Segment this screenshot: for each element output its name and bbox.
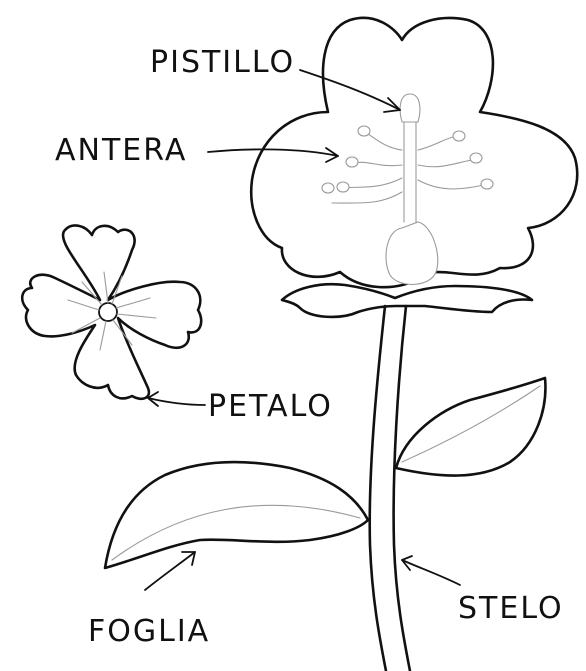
left-leaf-outline — [105, 462, 368, 568]
label-stelo: STELO — [458, 591, 564, 626]
pistil-ovary — [386, 222, 438, 284]
small-flower — [22, 225, 201, 398]
anther — [322, 183, 334, 193]
filament — [418, 160, 472, 167]
arrow-pistillo-head — [384, 98, 400, 112]
small-flower-center — [99, 303, 117, 321]
anther — [337, 182, 349, 192]
pistil-style — [404, 122, 416, 222]
filament — [355, 162, 402, 165]
left-leaf — [105, 462, 368, 568]
arrow-antera — [208, 149, 338, 156]
filament — [418, 180, 484, 189]
arrow-foglia — [145, 552, 195, 590]
anther — [358, 126, 370, 136]
small-flower-stamens — [68, 272, 156, 350]
label-pistillo: PISTILLO — [150, 45, 295, 80]
filament — [332, 192, 402, 203]
pistil — [386, 94, 438, 284]
pointer-arrows — [145, 70, 460, 590]
pistil-stigma — [400, 94, 420, 122]
filament — [418, 136, 457, 150]
small-stamen — [117, 314, 156, 318]
anther — [470, 153, 482, 163]
label-petalo: PETALO — [208, 389, 333, 424]
anther — [453, 131, 465, 141]
anther — [481, 179, 493, 189]
filament — [365, 132, 402, 150]
label-antera: ANTERA — [55, 133, 187, 168]
stamens — [322, 126, 493, 203]
left-leaf-vein — [112, 505, 360, 560]
small-stamen — [68, 300, 99, 310]
anther — [346, 157, 358, 167]
small-flower-outline — [22, 225, 201, 398]
right-leaf-outline — [396, 378, 545, 476]
arrow-stelo — [402, 560, 460, 585]
right-leaf — [396, 378, 545, 476]
labels: PISTILLO ANTERA PETALO FOGLIA STELO — [55, 45, 564, 649]
stem-left-edge — [370, 306, 386, 671]
stem — [370, 306, 410, 671]
filament — [345, 178, 402, 188]
stem-right-edge — [394, 306, 410, 671]
label-foglia: FOGLIA — [88, 614, 210, 649]
right-leaf-vein — [402, 386, 540, 462]
arrow-pistillo — [300, 70, 400, 110]
small-stamen — [100, 321, 106, 350]
sepals — [282, 284, 532, 317]
small-stamen — [116, 298, 150, 308]
large-flower — [251, 18, 577, 317]
small-stamen — [104, 272, 108, 303]
